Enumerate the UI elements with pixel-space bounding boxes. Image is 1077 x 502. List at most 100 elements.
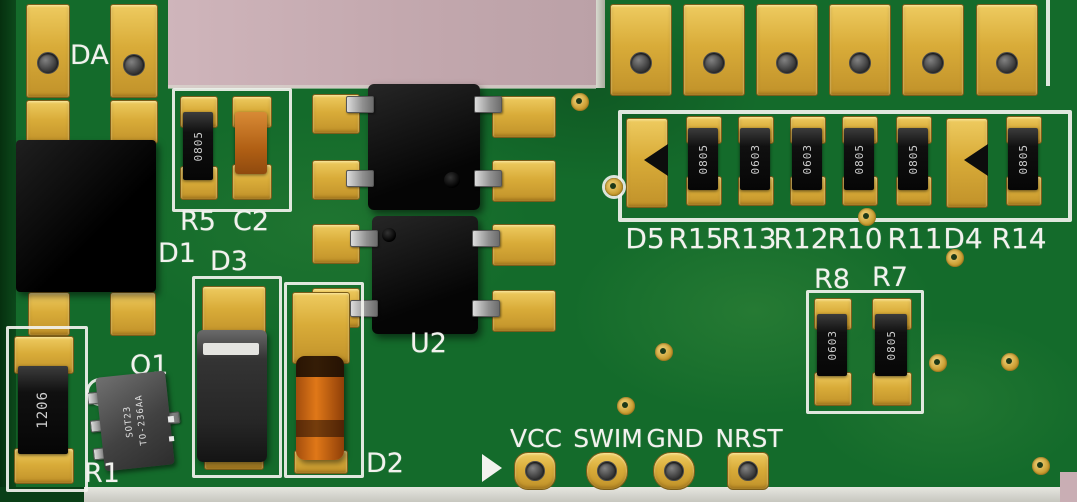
d2-lower-band bbox=[296, 420, 344, 438]
board-edge-left bbox=[0, 0, 16, 502]
marking-r13: 0603 bbox=[748, 143, 762, 175]
marking-r15: 0805 bbox=[696, 143, 710, 175]
pad-d2-top bbox=[292, 292, 350, 364]
label-r11: R11 bbox=[887, 222, 943, 255]
label-r15: R15 bbox=[668, 222, 724, 255]
marking-r12: 0603 bbox=[800, 143, 814, 175]
label-swim: SWIM bbox=[573, 424, 643, 453]
silkscreen-box-d3 bbox=[192, 276, 282, 478]
marking-r7: 0805 bbox=[884, 329, 898, 361]
pad-header-3 bbox=[756, 4, 818, 96]
hole-header-1 bbox=[630, 52, 652, 74]
u2-upper-pin1-dot bbox=[444, 172, 460, 188]
q1-solder-glint-1 bbox=[167, 415, 175, 423]
pad-r8-bottom bbox=[814, 372, 852, 406]
board-edge-notch-right bbox=[596, 0, 605, 88]
silkscreen-box-d2 bbox=[284, 282, 364, 478]
via bbox=[1001, 353, 1019, 371]
label-r14: R14 bbox=[991, 222, 1047, 255]
component-q1: SOT23 TO-236AA bbox=[86, 370, 181, 472]
pin-u2-lower-right-1 bbox=[472, 230, 500, 247]
silkscreen-box-resistor-row bbox=[618, 110, 1072, 222]
pad-header-1 bbox=[610, 4, 672, 96]
via bbox=[858, 208, 876, 226]
pin-u2-lower-left-1 bbox=[350, 230, 378, 247]
diode-d4-cathode-mark bbox=[964, 144, 988, 176]
hole-nrst bbox=[738, 461, 758, 481]
label-r12: R12 bbox=[773, 222, 829, 255]
marking-r10: 0805 bbox=[852, 143, 866, 175]
pad-d1-top-1 bbox=[26, 100, 70, 144]
pad-u2-right-2 bbox=[492, 160, 556, 202]
component-d2 bbox=[296, 356, 344, 460]
pad-d3-top bbox=[202, 286, 266, 336]
silkscreen-box-r8-r7 bbox=[806, 290, 924, 414]
board-edge-bottom bbox=[84, 487, 1063, 502]
pad-u2-right-4 bbox=[492, 290, 556, 332]
chip-r1: 1206 bbox=[18, 366, 68, 454]
label-nrst: NRST bbox=[715, 424, 783, 453]
chip-r14: 0805 bbox=[1008, 128, 1038, 190]
hole-gnd bbox=[664, 461, 684, 481]
pin-u2-upper-left-2 bbox=[346, 170, 374, 187]
label-r8: R8 bbox=[814, 264, 850, 295]
via bbox=[571, 93, 589, 111]
component-d3 bbox=[197, 330, 267, 462]
component-c2 bbox=[235, 112, 267, 174]
hole-da-1 bbox=[37, 52, 59, 74]
q1-body: SOT23 TO-236AA bbox=[95, 370, 175, 472]
label-u2: U2 bbox=[410, 328, 447, 359]
pin-u2-upper-right-1 bbox=[474, 96, 502, 113]
hole-header-3 bbox=[776, 52, 798, 74]
via bbox=[929, 354, 947, 372]
component-u2-upper bbox=[368, 84, 480, 210]
pad-r1-bottom bbox=[14, 448, 74, 484]
chip-r12: 0603 bbox=[792, 128, 822, 190]
pad-d1-top-2 bbox=[110, 100, 158, 144]
d3-band bbox=[203, 343, 259, 355]
label-d5: D5 bbox=[625, 222, 665, 255]
marking-r1: 1206 bbox=[35, 391, 51, 429]
via bbox=[946, 249, 964, 267]
label-vcc: VCC bbox=[509, 424, 563, 453]
hole-vcc bbox=[525, 461, 545, 481]
chip-r11: 0805 bbox=[898, 128, 928, 190]
background-notch bbox=[168, 0, 596, 88]
pin1-marker-triangle bbox=[482, 454, 502, 482]
label-r5: R5 bbox=[180, 206, 216, 237]
q1-solder-glint-2 bbox=[168, 436, 175, 442]
silkscreen-line-top-right bbox=[1046, 0, 1050, 86]
pin-u2-upper-left-1 bbox=[346, 96, 374, 113]
background-corner-bottom-right bbox=[1060, 472, 1077, 502]
marking-r14: 0805 bbox=[1016, 143, 1030, 175]
pad-u2-right-1 bbox=[492, 96, 556, 138]
pad-header-4 bbox=[829, 4, 891, 96]
hole-da-2 bbox=[123, 54, 145, 76]
label-r7: R7 bbox=[872, 262, 908, 293]
hole-swim bbox=[597, 461, 617, 481]
marking-q1-package: SOT23 bbox=[121, 405, 136, 439]
label-d2: D2 bbox=[366, 448, 404, 479]
label-da: DA bbox=[70, 40, 109, 71]
label-d1: D1 bbox=[158, 238, 196, 269]
pad-da-1 bbox=[26, 4, 70, 98]
pad-r7-bottom bbox=[872, 372, 912, 406]
diode-d5-cathode-mark bbox=[644, 144, 668, 176]
label-gnd: GND bbox=[646, 424, 704, 453]
chip-r8: 0603 bbox=[817, 314, 847, 376]
label-c2: C2 bbox=[233, 206, 270, 237]
via bbox=[655, 343, 673, 361]
silkscreen-box-r5-c2 bbox=[172, 88, 292, 212]
label-r1: R1 bbox=[84, 458, 120, 489]
label-d3: D3 bbox=[210, 246, 248, 277]
hole-header-5 bbox=[922, 52, 944, 74]
pad-d1-bottom-2 bbox=[110, 292, 156, 336]
hole-header-4 bbox=[849, 52, 871, 74]
pad-u2-right-3 bbox=[492, 224, 556, 266]
chip-r7: 0805 bbox=[875, 314, 907, 376]
via bbox=[1032, 457, 1050, 475]
pad-da-2 bbox=[110, 4, 158, 98]
pad-header-5 bbox=[902, 4, 964, 96]
hole-header-6 bbox=[996, 52, 1018, 74]
